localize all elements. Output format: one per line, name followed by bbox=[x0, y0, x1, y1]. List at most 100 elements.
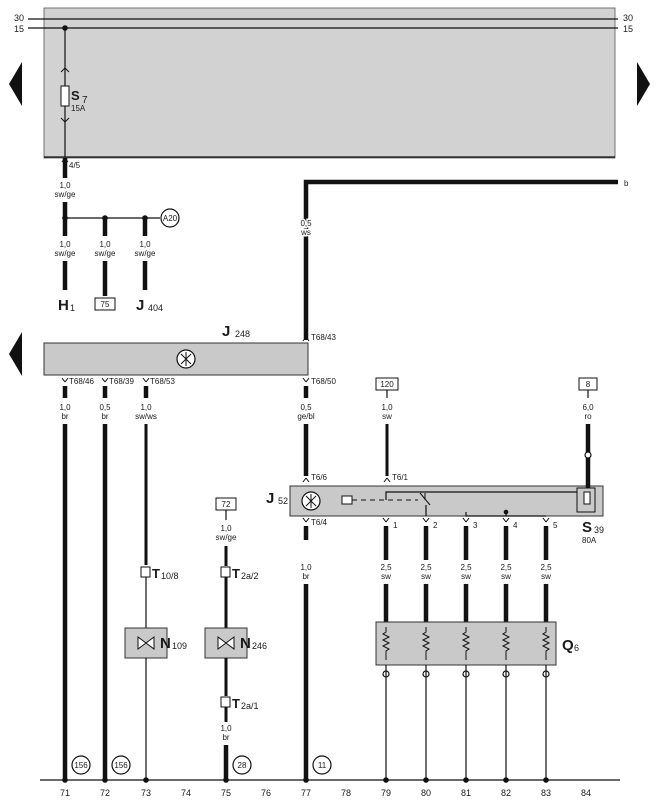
wire-77b-size: 1,0 bbox=[300, 563, 312, 572]
wire-72-color: br bbox=[101, 412, 108, 421]
component-h1-main: H bbox=[58, 297, 69, 314]
wire-81-color: sw bbox=[461, 572, 471, 581]
track-number: 74 bbox=[181, 788, 191, 798]
pin-t68-50: T68/50 bbox=[311, 377, 336, 386]
component-n246-sub: 246 bbox=[252, 641, 267, 651]
connector-a20-label: A20 bbox=[163, 214, 178, 223]
track-number: 77 bbox=[301, 788, 311, 798]
wire-79in-color: sw bbox=[382, 412, 392, 421]
ground-156-b bbox=[111, 755, 131, 775]
connector-t2a-2-main: T bbox=[232, 566, 240, 581]
pin-t68-43: T68/43 bbox=[311, 333, 336, 342]
component-j52-sub: 52 bbox=[278, 496, 288, 506]
wire-77b-color: br bbox=[302, 572, 309, 581]
wire-75c-color: br bbox=[222, 733, 229, 742]
track-number: 79 bbox=[381, 788, 391, 798]
pin-t68-39: T68/39 bbox=[109, 377, 134, 386]
rail-15-label-right: 15 bbox=[623, 24, 633, 34]
module-j52 bbox=[289, 485, 604, 517]
track-number: 78 bbox=[341, 788, 351, 798]
track-number: 80 bbox=[421, 788, 431, 798]
ground-156-a bbox=[71, 755, 91, 775]
connector-t2a-1-icon bbox=[220, 696, 231, 708]
track-number: 82 bbox=[501, 788, 511, 798]
connector-t2a-2-icon bbox=[220, 566, 231, 578]
component-j248-main: J bbox=[222, 323, 230, 340]
ref-75-label: 75 bbox=[101, 300, 110, 309]
component-n109-main: N bbox=[160, 635, 171, 652]
pin-2: 2 bbox=[433, 521, 438, 530]
fuse-s7-sub: 7 bbox=[82, 95, 88, 106]
wire-77a-size: 0,5 bbox=[300, 403, 312, 412]
wire-j248-in-size: 0,5 bbox=[300, 219, 312, 228]
component-s39-sub: 39 bbox=[594, 525, 604, 535]
pin-t6-6: T6/6 bbox=[311, 473, 328, 482]
wire-71-size: 1,0 bbox=[59, 403, 71, 412]
component-j248-sub: 248 bbox=[235, 329, 250, 339]
ground-28-label: 28 bbox=[238, 761, 247, 770]
pin-3: 3 bbox=[473, 521, 478, 530]
fuse-s39-icon bbox=[583, 491, 591, 505]
connector-t10-8-main: T bbox=[152, 566, 160, 581]
rail-30-label-left: 30 bbox=[14, 13, 24, 23]
wire-73-color: sw/ws bbox=[135, 412, 157, 421]
wire-s39in-size: 6,0 bbox=[582, 403, 594, 412]
component-q6-sub: 6 bbox=[574, 643, 579, 653]
wire-72-size: 0,5 bbox=[99, 403, 111, 412]
page-next-arrow-icon[interactable] bbox=[637, 62, 650, 106]
ref-120-label: 120 bbox=[380, 380, 394, 389]
pin-t6-1: T6/1 bbox=[392, 473, 409, 482]
ref-72-label: 72 bbox=[222, 500, 231, 509]
wire-top-left-color: sw/ge bbox=[55, 190, 76, 199]
ground-11-label: 11 bbox=[318, 761, 327, 770]
component-s39-rating: 80A bbox=[582, 536, 597, 545]
ground-11 bbox=[312, 755, 332, 775]
wire-75-size: 1,0 bbox=[99, 240, 111, 249]
page-prev-arrow-icon-lower[interactable] bbox=[9, 332, 22, 376]
component-j52-main: J bbox=[266, 490, 274, 507]
wire-83-size: 2,5 bbox=[540, 563, 552, 572]
pin-t68-46: T68/46 bbox=[69, 377, 94, 386]
track-number: 76 bbox=[261, 788, 271, 798]
wire-83-color: sw bbox=[541, 572, 551, 581]
page-prev-arrow-icon[interactable] bbox=[9, 62, 22, 106]
connector-t2a-1-main: T bbox=[232, 696, 240, 711]
wire-79-color: sw bbox=[381, 572, 391, 581]
wire-j248-in-color: ws bbox=[300, 228, 311, 237]
component-s39-main: S bbox=[582, 519, 592, 536]
wire-82-size: 2,5 bbox=[500, 563, 512, 572]
pin-1: 1 bbox=[393, 521, 398, 530]
wire-75-color: sw/ge bbox=[95, 249, 116, 258]
wire-73-size: 1,0 bbox=[140, 403, 152, 412]
ground-156-a-label: 156 bbox=[74, 761, 88, 770]
wire-75b-color: sw/ge bbox=[216, 533, 237, 542]
track-number: 83 bbox=[541, 788, 551, 798]
rail-15-node bbox=[62, 25, 68, 31]
wire-j404-size: 1,0 bbox=[139, 240, 151, 249]
component-n246-main: N bbox=[240, 635, 251, 652]
ground-156-b-label: 156 bbox=[114, 761, 128, 770]
fuse-s7-pin: 4/5 bbox=[69, 161, 81, 170]
wire-s39in-color: ro bbox=[584, 412, 592, 421]
line-b-label: b bbox=[624, 179, 629, 188]
track-number: 73 bbox=[141, 788, 151, 798]
component-j404-main: J bbox=[136, 297, 144, 314]
connector-a20-icon bbox=[160, 208, 180, 228]
component-j404-sub: 404 bbox=[148, 303, 163, 313]
ref-75-box bbox=[94, 297, 116, 311]
pin-t6-4: T6/4 bbox=[311, 518, 328, 527]
track-number: 84 bbox=[581, 788, 591, 798]
track-number: 75 bbox=[221, 788, 231, 798]
fuse-s7-rating: 15A bbox=[71, 104, 86, 113]
wire-80-color: sw bbox=[421, 572, 431, 581]
wire-71-color: br bbox=[61, 412, 68, 421]
track-number: 71 bbox=[60, 788, 70, 798]
connector-t2a-1-sub: 2a/1 bbox=[241, 701, 259, 711]
connector-t2a-2-sub: 2a/2 bbox=[241, 571, 259, 581]
component-h1-sub: 1 bbox=[70, 303, 75, 313]
wire-77a-color: ge/bl bbox=[297, 412, 315, 421]
ground-28 bbox=[232, 755, 252, 775]
component-n109-sub: 109 bbox=[172, 641, 187, 651]
connector-t10-8-icon bbox=[140, 566, 151, 578]
fuse-panel bbox=[43, 7, 616, 159]
